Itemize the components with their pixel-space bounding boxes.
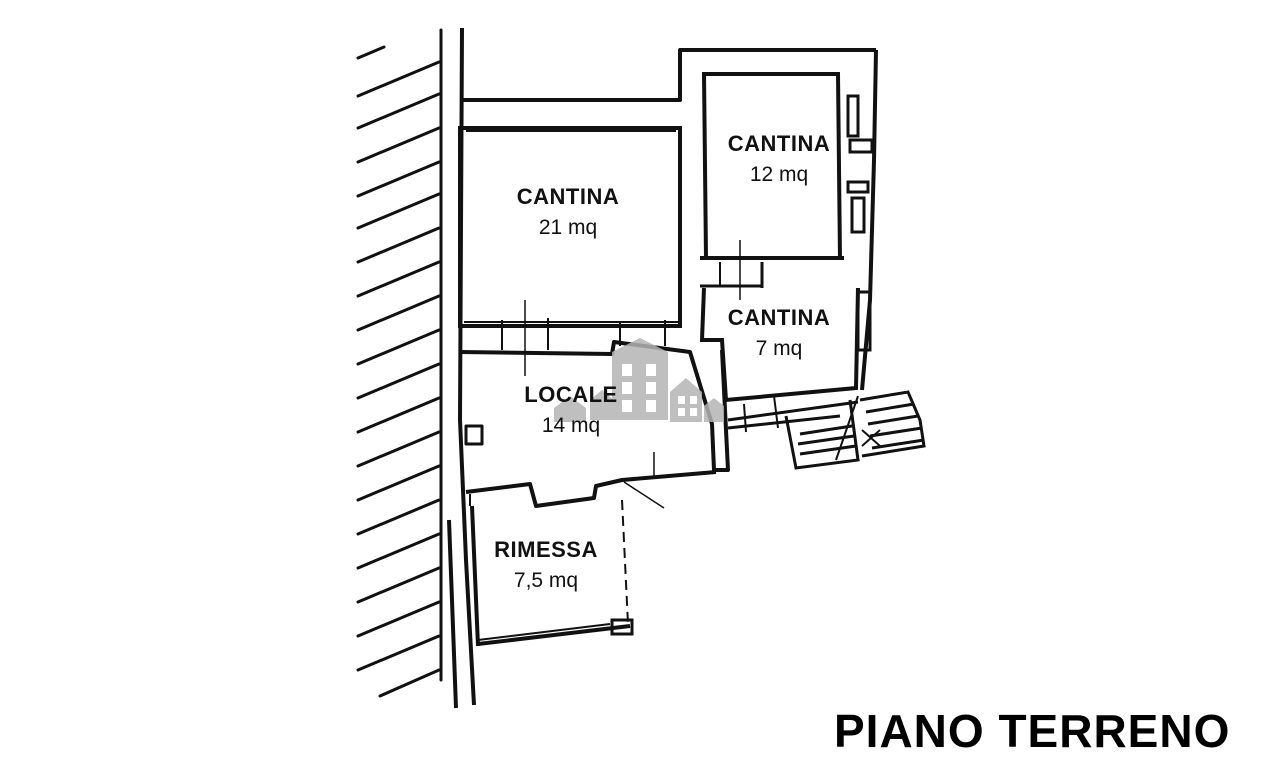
room-name: LOCALE [524, 382, 618, 407]
room-rimessa-7-5 [470, 499, 634, 647]
room-cantina-12 [700, 72, 874, 300]
room-name: CANTINA [727, 305, 831, 330]
passage [727, 395, 859, 433]
room-label-cantina-12: CANTINA 12 mq [699, 131, 859, 186]
watermark-buildings-icon [554, 338, 724, 422]
room-area: 21 mq [538, 216, 598, 239]
room-label-cantina-21: CANTINA 21 mq [488, 184, 648, 239]
room-name: RIMESSA [494, 537, 598, 562]
room-label-rimessa-7-5: RIMESSA 7,5 mq [476, 537, 616, 592]
staircase-icon [784, 390, 926, 470]
room-label-cantina-7: CANTINA 7 mq [699, 305, 859, 360]
room-name: CANTINA [727, 131, 831, 156]
room-label-locale-14: LOCALE 14 mq [491, 382, 651, 437]
room-area: 7,5 mq [513, 569, 579, 592]
room-area: 12 mq [749, 163, 809, 186]
room-cantina-21 [458, 126, 682, 376]
floor-title: PIANO TERRENO [834, 705, 1231, 757]
room-area: 14 mq [541, 414, 601, 437]
room-area: 7 mq [755, 337, 803, 360]
neighbour-hatch [356, 28, 443, 698]
room-name: CANTINA [516, 184, 620, 209]
